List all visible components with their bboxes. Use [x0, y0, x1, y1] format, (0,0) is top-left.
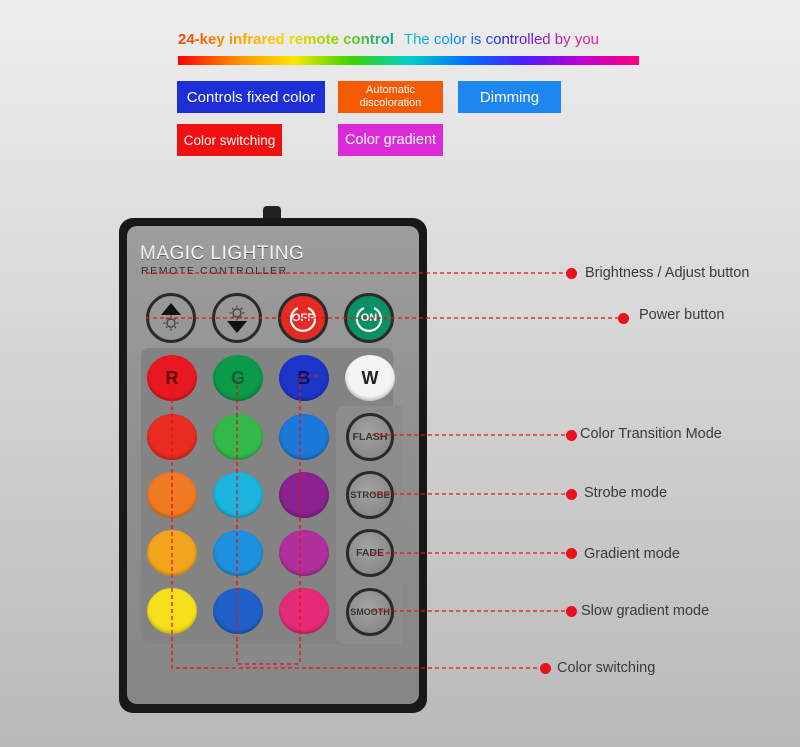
callout-dot-switching: [540, 663, 551, 674]
color-button-r3c2[interactable]: [213, 530, 263, 576]
blue-button[interactable]: B: [279, 355, 329, 401]
power-on-label: ON: [360, 312, 378, 324]
callout-brightness: Brightness / Adjust button: [585, 265, 750, 281]
tag-label: Color switching: [183, 132, 276, 148]
callout-switching: Color switching: [557, 660, 656, 676]
headline: 24-key infrared remote control The color …: [178, 31, 599, 48]
tag-color-switching: Color switching: [177, 124, 282, 156]
rainbow-bar: [178, 56, 639, 65]
callout-flash: Color Transition Mode: [580, 426, 722, 442]
power-icon: [289, 307, 317, 332]
callout-power: Power button: [639, 307, 725, 323]
power-icon: [355, 307, 383, 332]
headline-part1: 24-key infrared remote control: [178, 31, 394, 48]
tag-label: Dimming: [479, 88, 540, 106]
tag-label: Color gradient: [344, 132, 437, 148]
tag-label: Automatic discoloration: [359, 84, 422, 109]
white-button[interactable]: W: [345, 355, 395, 401]
tag-color-gradient: Color gradient: [338, 124, 443, 156]
tag-dimming: Dimming: [458, 81, 561, 113]
color-button-r4c2[interactable]: [213, 588, 263, 634]
callout-strobe: Strobe mode: [584, 485, 668, 501]
color-button-r1c2[interactable]: [213, 414, 263, 460]
strobe-button[interactable]: STROBE: [346, 471, 394, 519]
flash-button[interactable]: FLASH: [346, 413, 394, 461]
green-button[interactable]: G: [213, 355, 263, 401]
remote-brand: MAGIC LIGHTING: [140, 243, 305, 264]
smooth-button-label: SMOOTH: [350, 607, 390, 617]
color-button-r3c3[interactable]: [279, 530, 329, 576]
remote-subtitle: REMOTE CONTROLLER: [141, 265, 288, 277]
smooth-button[interactable]: SMOOTH: [346, 588, 394, 636]
callout-dot-smooth: [566, 606, 577, 617]
sun-down-icon: [227, 305, 247, 333]
tag-controls-fixed-color: Controls fixed color: [177, 81, 325, 113]
white-button-label: W: [361, 367, 379, 388]
callout-smooth: Slow gradient mode: [581, 603, 710, 619]
strobe-button-label: STROBE: [350, 489, 390, 501]
ir-emitter: [263, 206, 281, 220]
callout-dot-strobe: [566, 489, 577, 500]
tag-label: Controls fixed color: [186, 88, 316, 106]
callout-fade: Gradient mode: [584, 546, 680, 562]
tag-automatic-discoloration: Automatic discoloration: [338, 81, 443, 113]
callout-dot-fade: [566, 548, 577, 559]
red-button-label: R: [165, 367, 179, 388]
fade-button-label: FADE: [355, 547, 384, 559]
flash-button-label: FLASH: [352, 431, 388, 443]
callout-dot-power: [618, 313, 629, 324]
headline-part2: The color is controlled by you: [403, 31, 600, 48]
color-button-r2c3[interactable]: [279, 472, 329, 518]
color-button-r2c2[interactable]: [213, 472, 263, 518]
callout-dot-flash: [566, 430, 577, 441]
green-button-label: G: [230, 367, 245, 388]
color-button-r1c3[interactable]: [279, 414, 329, 460]
callout-dot-brightness: [566, 268, 577, 279]
blue-button-label: B: [297, 367, 311, 388]
color-button-r4c3[interactable]: [279, 588, 329, 634]
